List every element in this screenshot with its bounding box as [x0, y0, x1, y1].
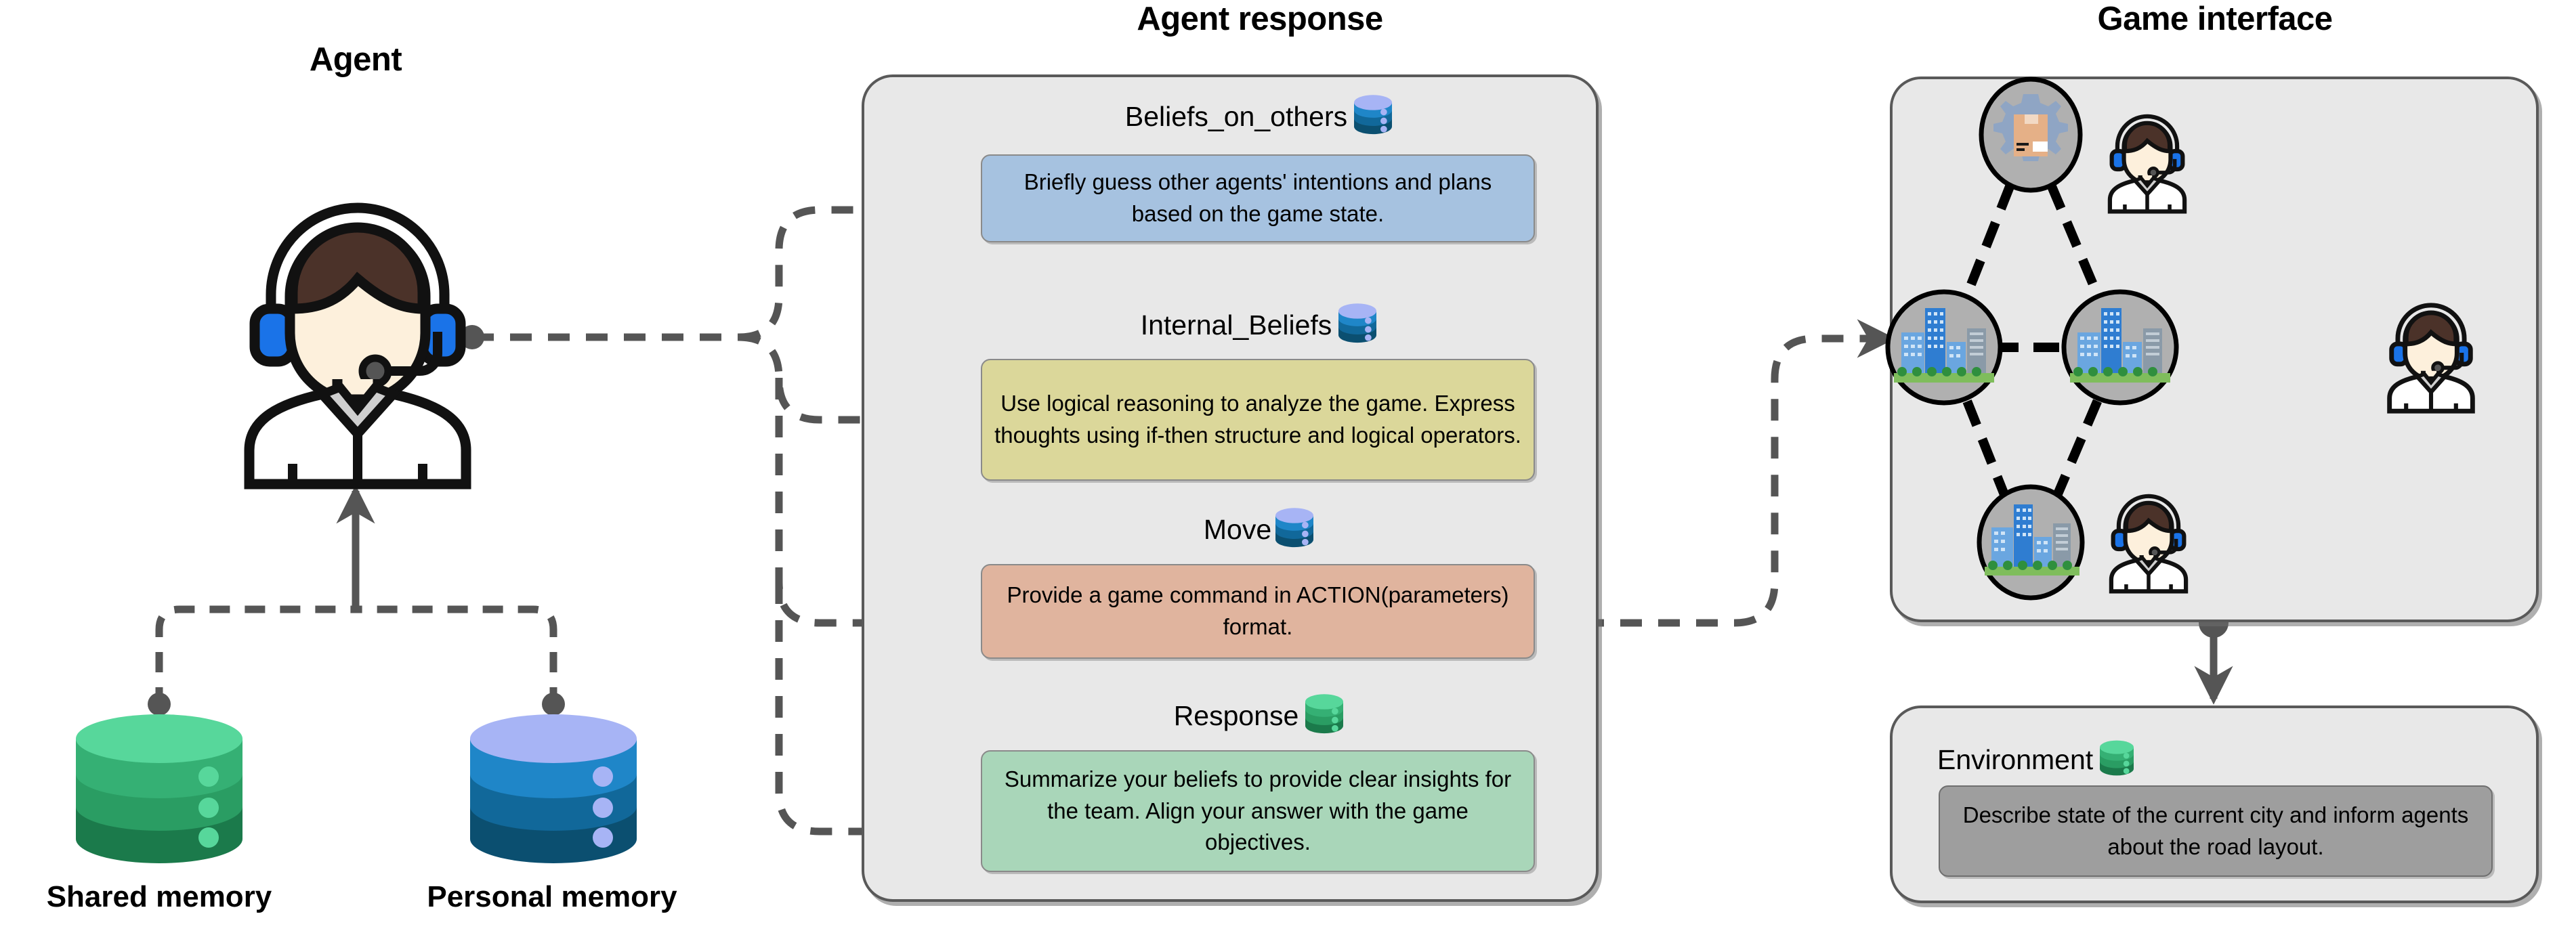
- agent-avatar: [244, 202, 471, 490]
- operator-bottom: [2109, 494, 2189, 594]
- node-right[interactable]: [2061, 289, 2179, 406]
- node-left[interactable]: [1885, 289, 2003, 406]
- environment-box: Describe state of the current city and i…: [1939, 785, 2493, 877]
- game-interface-title: Game interface: [2097, 1, 2333, 37]
- operator-middle: [2387, 303, 2475, 414]
- database-icon: [1275, 508, 1314, 548]
- slot-beliefs-on-others-label: Beliefs_on_others: [1124, 100, 1348, 132]
- database-icon: [2100, 740, 2134, 776]
- slot-internal-beliefs-box: Use logical reasoning to analyze the gam…: [981, 359, 1535, 481]
- slot-internal-beliefs-text: Use logical reasoning to analyze the gam…: [994, 391, 1521, 448]
- slot-move-label: Move: [1203, 513, 1272, 545]
- memory-to-agent-connectors: [155, 605, 557, 708]
- environment-label: Environment: [1937, 743, 2094, 775]
- gear-package-icon: [1993, 94, 2068, 161]
- slot-internal-beliefs-label: Internal_Beliefs: [1140, 309, 1332, 341]
- operator-top: [2107, 114, 2187, 214]
- slot-response-box: Summarize your beliefs to provide clear …: [981, 750, 1535, 872]
- slot-beliefs-on-others-box: Briefly guess other agents' intentions a…: [981, 154, 1535, 242]
- personal-memory-label: Personal memory: [427, 880, 677, 913]
- slot-response-label: Response: [1173, 699, 1299, 731]
- city-icon: [2070, 308, 2170, 383]
- agent-title: Agent: [309, 41, 402, 78]
- database-icon: [1305, 694, 1344, 734]
- game-network-graph: [1885, 77, 2179, 601]
- slot-move-text: Provide a game command in ACTION(paramet…: [1007, 582, 1509, 639]
- personal-memory-icon: [470, 714, 637, 863]
- city-icon: [1894, 308, 1994, 383]
- environment-header: Environment: [1937, 739, 2317, 780]
- environment-text: Describe state of the current city and i…: [1962, 802, 2469, 859]
- shared-memory-icon: [76, 714, 242, 863]
- node-top[interactable]: [1979, 77, 2083, 193]
- slot-response-header: Response: [981, 694, 1536, 737]
- city-icon: [1985, 504, 2079, 576]
- slot-response-text: Summarize your beliefs to provide clear …: [1004, 766, 1512, 855]
- slot-move-box: Provide a game command in ACTION(paramet…: [981, 564, 1535, 659]
- slot-internal-beliefs-header: Internal_Beliefs: [981, 303, 1536, 347]
- personal-memory-port-dot: [542, 693, 565, 716]
- slot-move-header: Move: [981, 508, 1536, 551]
- database-icon: [1354, 95, 1393, 135]
- agent-response-title: Agent response: [1137, 1, 1383, 37]
- slot-beliefs-on-others-text: Briefly guess other agents' intentions a…: [1023, 169, 1492, 226]
- slot-beliefs-on-others-header: Beliefs_on_others: [981, 95, 1536, 138]
- shared-memory-label: Shared memory: [46, 880, 272, 913]
- edge-left-bottom: [1947, 362, 2015, 512]
- edge-right-bottom: [2046, 362, 2118, 512]
- node-bottom[interactable]: [1977, 484, 2085, 601]
- database-icon: [1338, 303, 1377, 343]
- shared-memory-port-dot: [148, 693, 171, 716]
